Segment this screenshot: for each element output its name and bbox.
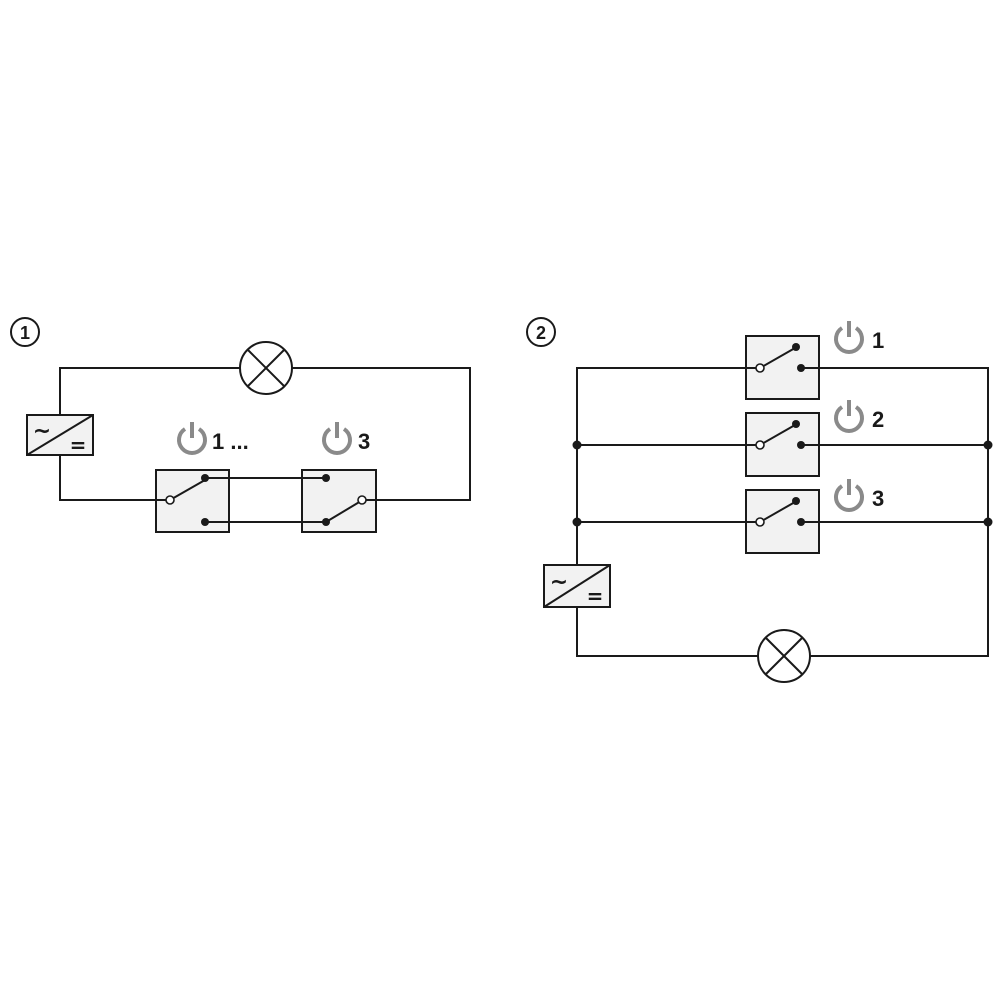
diagram-1-switch-b-icon [301,469,377,533]
diagram-1-dc-symbol: = [70,433,87,457]
diagram-1-switch-label-3: 3 [358,429,370,454]
diagram-1-ac-dc-converter-icon: ~ = [26,414,94,457]
diagram-2-switch-label-1: 1 [872,328,884,353]
diagram-1-power-icon-3 [322,422,352,455]
diagram-1-lamp-icon [239,341,293,395]
diagram-2-ac-dc-converter-icon: ~ = [543,564,611,608]
junction-dot [572,440,582,450]
diagram-2-switch-1-icon [745,335,820,400]
diagram-2-number: 2 [536,323,546,343]
junction-dot [572,517,582,527]
diagram-2-dc-symbol: = [587,584,604,608]
diagram-2-switch-3-icon [745,489,820,554]
diagram-2-switch-2-icon [745,412,820,477]
junction-dot [983,517,993,527]
diagram-2-number-circle [526,317,556,347]
diagram-2-switch-label-3: 3 [872,486,884,511]
junction-dot [983,440,993,450]
diagram-2-power-icon-1 [834,321,864,354]
diagram-1-ac-symbol: ~ [33,419,51,444]
diagram-1-switch-label-1: 1 ... [212,429,249,454]
diagram-2-power-icon-2 [834,400,864,433]
diagram-1-power-icon-1 [177,422,207,455]
diagram-1-switch-a-icon [155,469,230,533]
diagram-2-left-bus [576,367,746,565]
diagram-2-right-bus [810,367,989,657]
diagram-2-power-icon-3 [834,479,864,512]
diagram-2-switch-label-2: 2 [872,407,884,432]
diagram-1-number: 1 [20,323,30,343]
diagram-2-bottom-left-wire [576,607,758,657]
diagram-1-number-circle [10,317,40,347]
diagram-1: 1 ~ = [10,317,471,533]
diagram-1-left-wire [59,455,156,501]
diagram-2-lamp-icon [757,629,811,683]
diagram-2: 2 [526,317,993,683]
diagram-2-ac-symbol: ~ [550,570,568,595]
